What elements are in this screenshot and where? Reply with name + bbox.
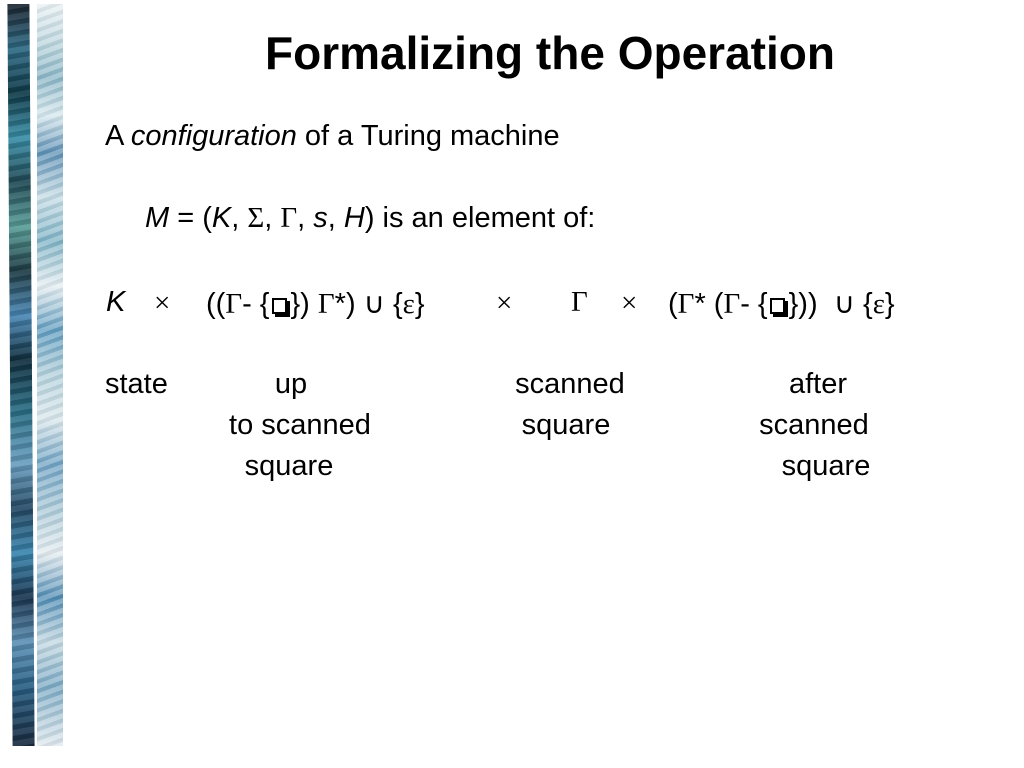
formula-star: *) [334, 288, 364, 320]
gamma-symbol: Γ [677, 288, 695, 320]
label-after-scanned: after scanned square [745, 364, 895, 487]
formula-segment-up-to-scanned: ((Γ- {}) Γ*) ∪ {ε} [206, 286, 425, 321]
times-symbol: × [154, 287, 171, 319]
epsilon-symbol: ε [402, 288, 415, 320]
gamma-symbol: Γ [317, 288, 335, 320]
formula-paren: }) [290, 288, 318, 320]
epsilon-symbol: ε [872, 288, 885, 320]
formula-paren: })) [788, 288, 818, 320]
formula-star: * ( [694, 288, 724, 320]
label-up-to-scanned: up to scanned square [200, 364, 400, 487]
formula-k: K [106, 286, 125, 319]
label-line: scanned [515, 368, 625, 400]
label-line: square [781, 450, 871, 482]
intro-line: A configuration of a Turing machine [105, 120, 560, 153]
comma: , [327, 202, 344, 234]
comma: , [231, 202, 248, 234]
times-symbol: × [496, 287, 513, 319]
machine-k: K [211, 202, 232, 234]
formula-brace: { [384, 288, 403, 320]
machine-m: M [145, 202, 170, 234]
label-line: square [521, 409, 611, 441]
label-line: scanned [759, 409, 869, 441]
machine-sigma: Σ [247, 202, 265, 234]
gamma-symbol: Γ [225, 288, 243, 320]
comma: , [264, 202, 281, 234]
label-line: up [274, 368, 308, 400]
machine-s: s [313, 202, 328, 234]
formula-minus: - { [242, 288, 270, 320]
formula-paren: (( [206, 288, 226, 320]
decorative-strip-dark [7, 4, 35, 746]
formula-brace: } [414, 288, 425, 320]
label-scanned-square: scanned square [490, 364, 650, 446]
label-state: state [105, 368, 168, 400]
comma: , [297, 202, 314, 234]
machine-definition: M = (K, Σ, Γ, s, H) is an element of: [145, 202, 595, 235]
intro-post: of a Turing machine [296, 120, 560, 152]
union-symbol: ∪ [363, 288, 385, 320]
blank-square-icon [271, 298, 287, 314]
formula-minus: - { [740, 288, 768, 320]
label-line: after [788, 368, 848, 400]
formula-paren: ( [668, 288, 678, 320]
gamma-symbol: Γ [571, 286, 588, 318]
intro-configuration: configuration [130, 120, 297, 152]
machine-tail: ) is an element of: [364, 202, 596, 234]
formula-segment-after-scanned: (Γ* (Γ- {})) ∪ {ε} [668, 286, 895, 321]
times-symbol: × [621, 287, 638, 319]
blank-square-icon [769, 298, 785, 314]
intro-pre: A [105, 120, 131, 152]
slide-title: Formalizing the Operation [265, 27, 835, 79]
decorative-strip-light [37, 4, 63, 746]
gamma-symbol: Γ [723, 288, 741, 320]
machine-h: H [343, 202, 365, 234]
formula-brace: { [854, 288, 873, 320]
label-line: square [244, 450, 334, 482]
machine-gamma: Γ [280, 202, 298, 234]
union-symbol: ∪ [833, 288, 855, 320]
machine-eq: = ( [169, 202, 212, 234]
label-line: to scanned [229, 409, 371, 441]
formula-k-text: K [106, 286, 126, 318]
formula-brace: } [884, 288, 895, 320]
